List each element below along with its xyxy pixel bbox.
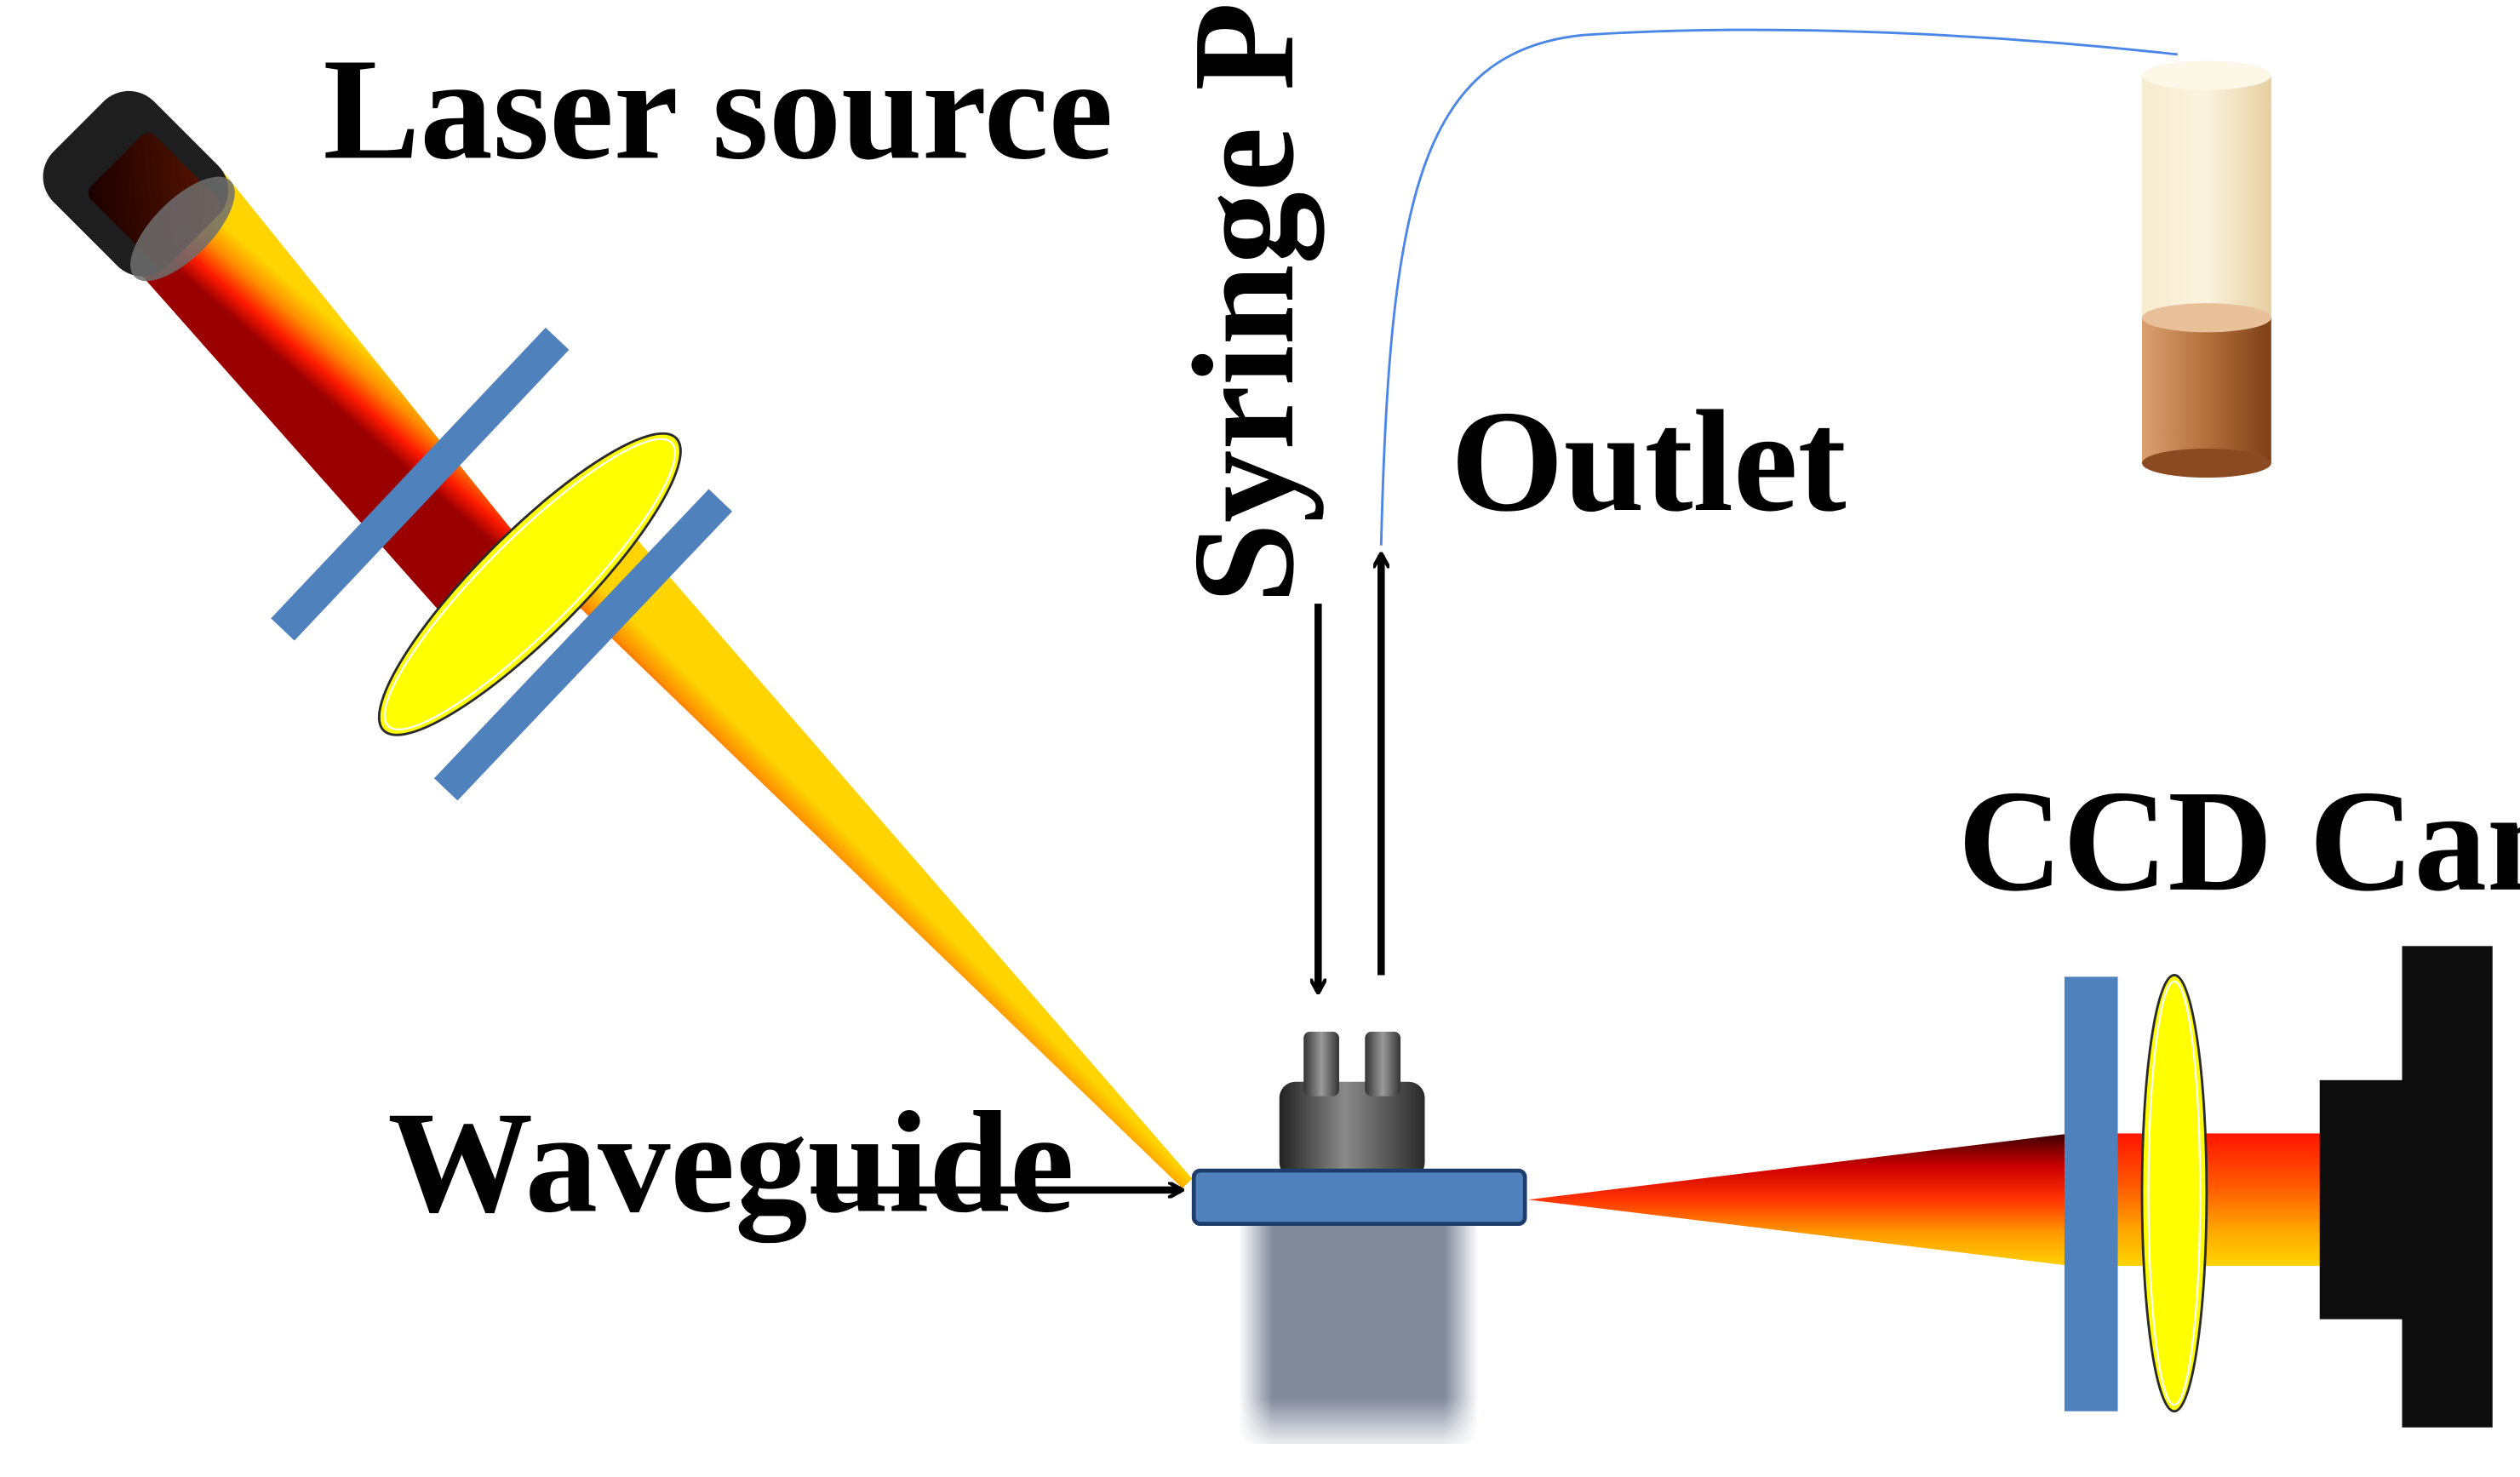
camera-filter [2064, 976, 2118, 1411]
output-beam [1527, 1133, 2330, 1267]
input-filter-1 [271, 327, 570, 641]
incident-laser-beam [127, 167, 1193, 1188]
camera-front-block [2319, 1079, 2410, 1320]
outlet-tubing [1379, 28, 2178, 546]
sample-holder [1239, 1031, 1479, 1444]
camera-lens [2140, 974, 2208, 1413]
vial-liquid [2142, 318, 2271, 463]
beam-segment-lens-to-waveguide [555, 516, 1193, 1188]
output-beam-diverging [1527, 1133, 2071, 1267]
input-focusing-lens-rim [383, 438, 677, 730]
laser-output-window [130, 176, 235, 282]
laser-source-label: Laser source [323, 28, 1113, 189]
ccd-camera-label: CCD Camera [1958, 760, 2520, 921]
vial-liquid-surface [2142, 303, 2271, 333]
waveguide-label: Waveguide [387, 1082, 1074, 1244]
holder-top-block [1279, 1081, 1425, 1179]
vial-bottom [2142, 448, 2271, 478]
outlet-label: Outlet [1451, 381, 1847, 541]
syringe-pump-label: Syringe Pump [1163, 0, 1325, 604]
laser-source-head [43, 90, 235, 282]
holder-inlet-nub [1303, 1031, 1339, 1096]
ccd-camera-assembly [2064, 946, 2493, 1428]
holder-outlet-nub [1365, 1031, 1401, 1096]
beam-segment-source-to-lens [127, 167, 556, 659]
vial-upper [2142, 75, 2271, 318]
camera-body [2402, 946, 2493, 1428]
input-focusing-lens [377, 432, 682, 736]
holder-body-fade [1239, 1217, 1479, 1444]
input-filter-2 [433, 489, 733, 801]
fluid-flow-arrows [1318, 555, 1381, 991]
input-optics [271, 327, 733, 801]
collection-vial [2142, 60, 2271, 478]
waveguide-slab [1191, 1168, 1527, 1227]
camera-lens-rim [2147, 980, 2202, 1406]
vial-cap [2142, 60, 2271, 90]
